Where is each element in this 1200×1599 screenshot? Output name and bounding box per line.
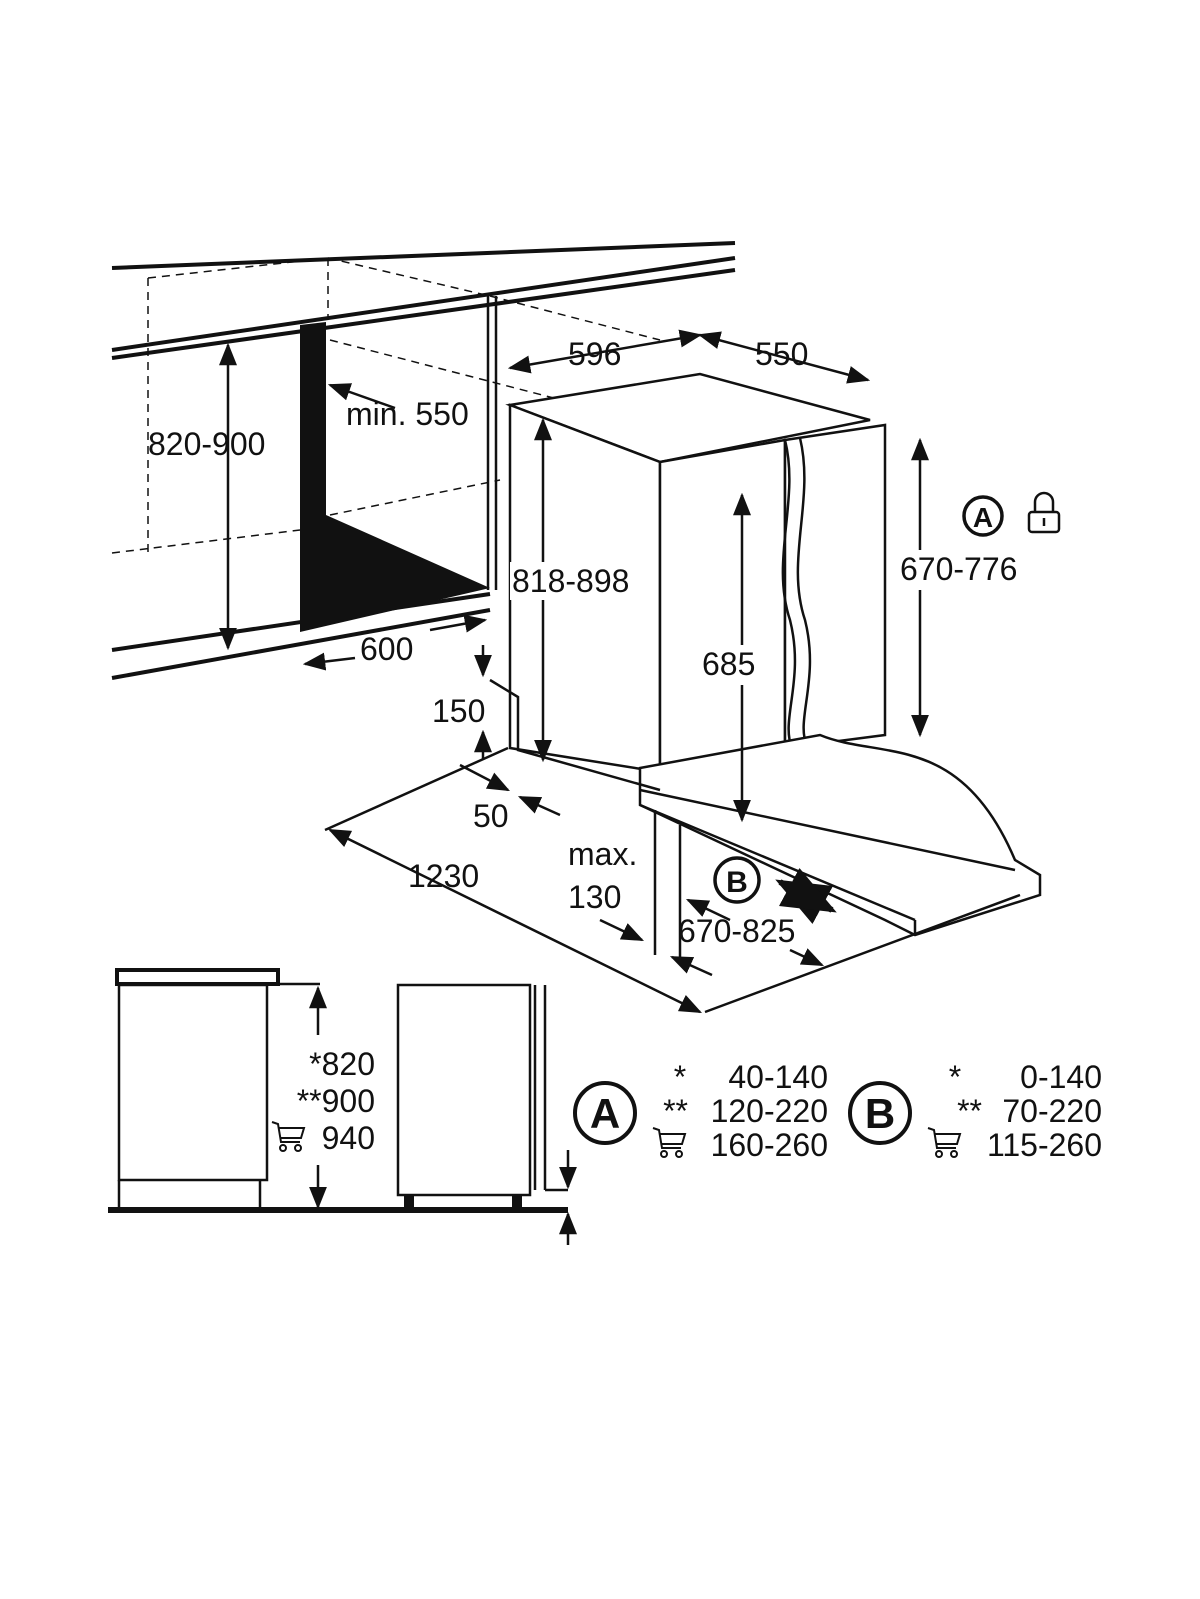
depth-label: 550 [755, 336, 808, 372]
table-a-row-2-value: 120-220 [711, 1093, 828, 1129]
min-depth-label: min. 550 [346, 396, 469, 432]
marker-b-circle [713, 856, 761, 904]
table-b-marker-circle [848, 1081, 912, 1145]
table-a-row-3-value: 160-260 [711, 1127, 828, 1163]
door-open-label: 1230 [408, 858, 479, 894]
cart-icon [652, 1127, 686, 1158]
niche-height-label: 820-900 [148, 426, 265, 462]
table-a-marker-circle [573, 1081, 637, 1145]
marker-a: A [973, 502, 993, 533]
table-b-row-2-value: 70-220 [1002, 1093, 1102, 1129]
marker-a-circle [962, 495, 1004, 537]
inner-height-label: 685 [702, 646, 755, 682]
cabinet-side-panel [300, 322, 490, 632]
niche-dashed-outline [111, 257, 661, 555]
table-a-row-2-prefix: ** [663, 1093, 688, 1129]
width-label: 596 [568, 336, 621, 372]
table-b-row-2-prefix: ** [957, 1093, 982, 1129]
height-cart-label: 940 [322, 1120, 375, 1156]
height-star-label: *820 [309, 1046, 375, 1082]
lock-icon [1027, 491, 1061, 534]
countertop [111, 241, 736, 680]
cart-icon [271, 1121, 305, 1152]
appliance-height-label: 818-898 [512, 563, 629, 599]
door-height-label: 670-776 [900, 551, 1017, 587]
height-double-star-label: **900 [297, 1083, 375, 1119]
max-label: max. [568, 836, 637, 872]
door-depth-label: 670-825 [678, 913, 795, 949]
table-b-row-1-prefix: * [949, 1059, 961, 1095]
table-a-row-1-prefix: * [674, 1059, 686, 1095]
double-arrow-icon [775, 867, 837, 925]
plinth-height-label: 150 [432, 693, 485, 729]
niche-width-label: 600 [360, 631, 413, 667]
plinth-depth-label: 50 [473, 798, 509, 834]
table-b-marker: B [865, 1090, 895, 1137]
cart-icon [927, 1127, 961, 1158]
table-b-row-1-value: 0-140 [1020, 1059, 1102, 1095]
table-a-marker: A [590, 1090, 620, 1137]
table-a-row-1-value: 40-140 [728, 1059, 828, 1095]
max-value-label: 130 [568, 879, 621, 915]
marker-b: B [726, 866, 748, 899]
side-view [108, 968, 577, 1245]
table-b-row-3-value: 115-260 [987, 1127, 1102, 1163]
